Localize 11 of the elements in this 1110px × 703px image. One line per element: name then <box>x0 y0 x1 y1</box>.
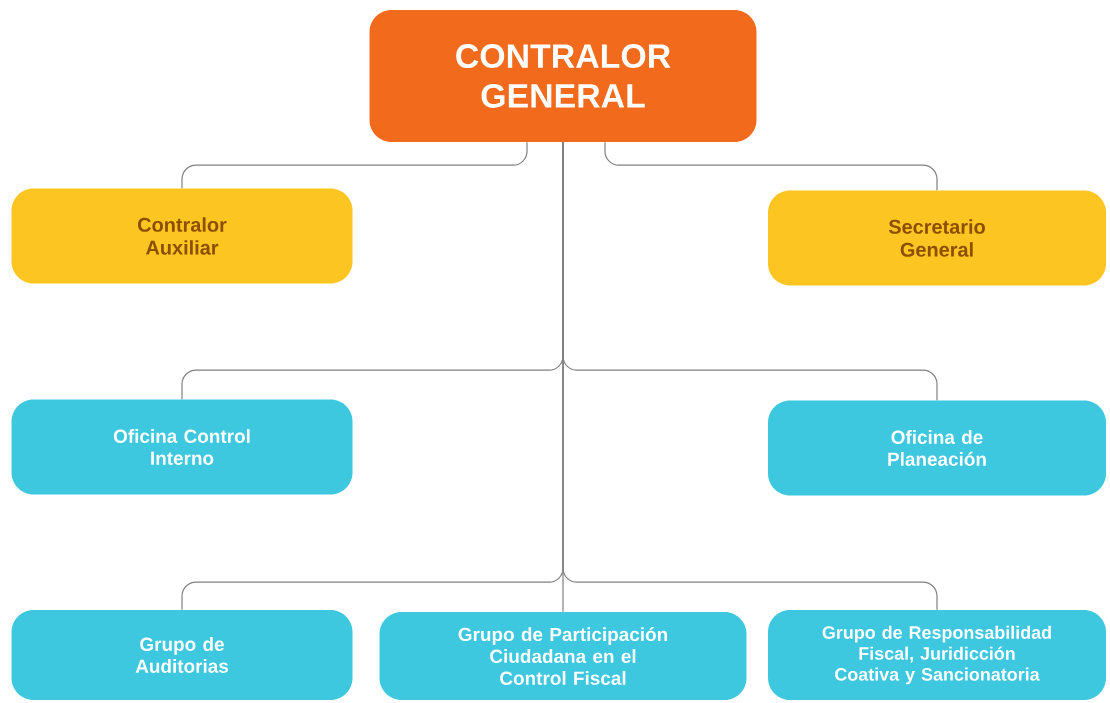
office-box: Oficina Control Interno <box>11 399 353 495</box>
group-box: Grupo de Responsabilidad Fiscal, Juridicción Coativa y Sancionatoria <box>768 610 1106 700</box>
connector-line <box>181 141 528 189</box>
connector-line <box>604 141 938 191</box>
position-box: Secretario General <box>768 190 1106 286</box>
position-box: Contralor Auxiliar <box>11 188 353 284</box>
group-box: Grupo de Participación Ciudadana en el Control Fiscal <box>379 612 747 700</box>
group-box: Grupo de Auditorias <box>11 610 353 700</box>
office-box: Oficina de Planeación <box>768 400 1106 496</box>
connector-line <box>562 141 938 611</box>
title-box: CONTRALOR GENERAL <box>369 10 757 142</box>
